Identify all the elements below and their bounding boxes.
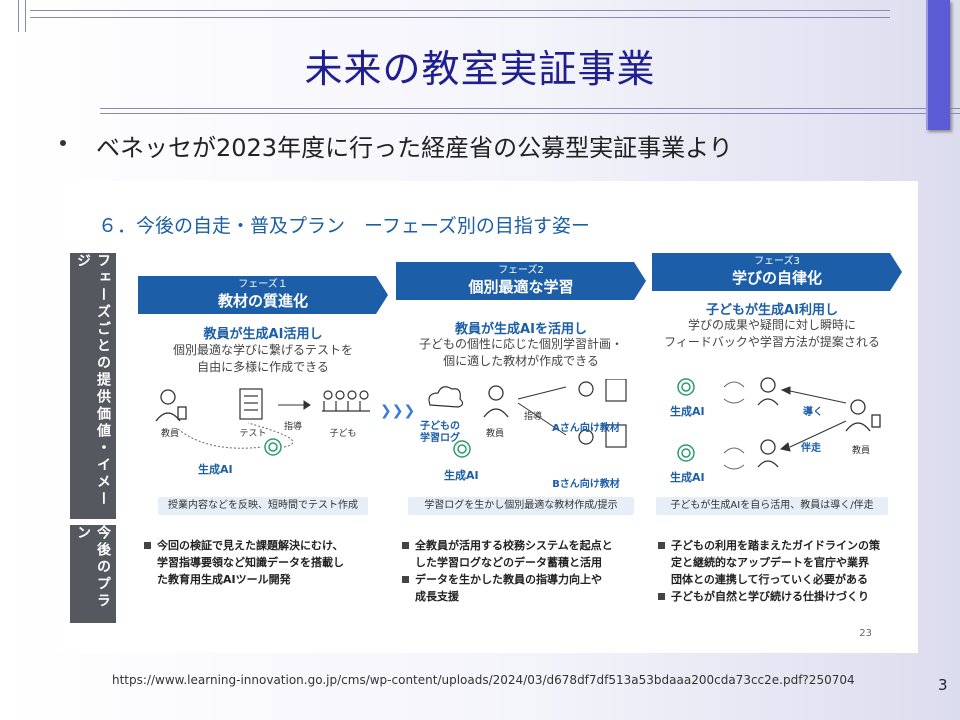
phase2-illustration — [428, 379, 627, 458]
phase3-plan-item1-line2: 定と継続的なアップデートを官庁や業界 — [671, 556, 869, 569]
phase2-label-b: Bさん向け教材 — [552, 479, 620, 490]
phase1-header: フェーズ１ 教材の質進化 — [138, 276, 388, 314]
row-label-values: フェーズごとの提供価値・イメージ — [70, 253, 116, 519]
cloud-icon — [428, 386, 464, 408]
phase3-plan-item1-line1: 子どもの利用を踏まえたガイドラインの策 — [658, 538, 880, 554]
openai-logo-icon — [264, 438, 282, 456]
phase3-subtitle: 子どもが生成AI利用し — [706, 303, 838, 318]
phase2-subtitle: 教員が生成AIを活用し — [455, 322, 587, 337]
test-sheet-icon — [239, 388, 263, 420]
phase2-title: 個別最適な学習 — [468, 278, 574, 296]
phase2-caption: 学習ログを生かし個別最適な教材作成/提示 — [408, 497, 634, 515]
phase3-label: フェーズ3 — [754, 256, 800, 267]
phase3-label-accompany: 伴走 — [801, 443, 821, 454]
slide-number: 3 — [938, 676, 948, 694]
openai-logo-icon — [677, 444, 695, 462]
phase3-illustration — [677, 377, 881, 470]
phase1-caption: 授業内容などを反映、短時間でテスト作成 — [158, 497, 368, 515]
phase3-label-teacher: 教員 — [851, 446, 870, 456]
teacher-icon — [845, 399, 881, 432]
student-a-icon — [578, 379, 627, 402]
left-rule-2 — [25, 0, 26, 32]
phase3-label-ai-1: 生成AI — [670, 405, 705, 418]
figure-heading: ６．今後の自走・普及プラン ーフェーズ別の目指す姿ー — [98, 215, 590, 237]
phase3-plan-item2-line1: 子どもが自然と学び続ける仕掛けづくり — [658, 589, 869, 605]
row-label-values-text: フェーズごとの提供価値・イメージ — [75, 253, 111, 508]
left-rule — [18, 0, 19, 32]
phase1-plan-line1: 今回の検証で見えた課題解決にむけ、 — [144, 538, 343, 554]
bullet-dot — [60, 140, 66, 146]
child-icon — [757, 439, 779, 468]
figure-page-number: 23 — [859, 628, 872, 639]
accent-bar — [926, 0, 950, 130]
embedded-figure: ６．今後の自走・普及プラン ーフェーズ別の目指す姿ー フェーズごとの提供価値・イ… — [58, 181, 918, 653]
phase3-title: 学びの自律化 — [731, 269, 822, 287]
row-label-plan: 今後のプラン — [70, 525, 116, 623]
phase2-plan-item1-line1: 全教員が活用する校務システムを起点と — [402, 538, 613, 554]
phase2-plan-item1-line2: した学習ログなどのデータ蓄積と活用 — [415, 556, 602, 569]
phase1-label-ai: 生成AI — [198, 463, 233, 476]
teacher-icon — [483, 385, 509, 418]
children-icon — [322, 390, 370, 412]
phase1-title: 教材の質進化 — [217, 292, 308, 310]
phase1-label-teacher: 教員 — [160, 429, 179, 439]
phase3-label-ai-2: 生成AI — [670, 471, 705, 484]
title-rule — [100, 108, 960, 109]
phase2-desc1: 子どもの個性に応じた個別学習計画・ — [418, 337, 623, 351]
teacher-icon — [155, 389, 187, 422]
phase2-label-guide: 指導 — [523, 412, 542, 422]
student-b-icon — [578, 424, 627, 448]
top-rule — [30, 10, 890, 11]
phase2-label: フェーズ2 — [498, 265, 544, 276]
phase2-label-ai: 生成AI — [444, 469, 479, 482]
phase2-desc2: 個に適した教材が作成できる — [443, 354, 599, 368]
arrow-icon — [278, 400, 311, 410]
phase1-desc1: 個別最適な学びに繋げるテストを — [172, 343, 353, 357]
phase3-label-lead: 導く — [803, 407, 823, 418]
slide-title: 未来の教室実証事業 — [304, 47, 656, 91]
openai-logo-icon — [677, 378, 695, 396]
phase3-header: フェーズ3 学びの自律化 — [652, 253, 902, 291]
phase1-plan-line3: た教育用生成AIツール開発 — [157, 573, 291, 586]
phase2-plan-item2-line2: 成長支援 — [415, 590, 459, 603]
phase1-illustration — [155, 388, 370, 456]
phase1-desc2: 自由に多様に作成できる — [197, 360, 329, 374]
phase1-plan-line2: 学習指導要領など知識データを搭載し — [157, 556, 344, 569]
bullet-text: ベネッセが2023年度に行った経産省の公募型実証事業より — [96, 134, 733, 162]
source-url[interactable]: https://www.learning-innovation.go.jp/cm… — [112, 673, 855, 687]
phase3-desc2: フィードバックや学習方法が提案される — [664, 335, 880, 349]
phase1-label-children: 子ども — [329, 429, 357, 439]
phase1-label-test: テスト — [239, 429, 267, 439]
phase2-plan-item2-line1: データを生かした教員の指導力向上や — [402, 572, 602, 588]
phase2-label-teacher: 教員 — [485, 429, 504, 439]
row-label-plan-text: 今後のプラン — [75, 525, 111, 610]
child-icon — [757, 377, 779, 406]
phase2-header: フェーズ2 個別最適な学習 — [396, 262, 646, 300]
phase2-label-log1: 子どもの — [420, 421, 460, 432]
phase1-label: フェーズ１ — [238, 279, 288, 290]
phase3-plan-item1-line3: 団体との連携して行っていく必要がある — [671, 573, 869, 586]
phase1-subtitle: 教員が生成AI活用し — [203, 327, 323, 342]
phase2-label-log2: 学習ログ — [420, 433, 460, 444]
phase2-label-a: Aさん向け教材 — [552, 423, 620, 434]
phase3-caption: 子どもが生成AIを自ら活用、教員は導く/伴走 — [656, 497, 888, 515]
phase3-desc1: 学びの成果や疑問に対し瞬時に — [687, 318, 856, 332]
title-rule-2 — [100, 113, 960, 114]
openai-logo-icon — [453, 440, 471, 458]
top-rule-2 — [30, 17, 890, 18]
phase1-label-guide: 指導 — [283, 422, 302, 432]
chevron-right-icon: ❯❯❯ — [380, 403, 416, 419]
